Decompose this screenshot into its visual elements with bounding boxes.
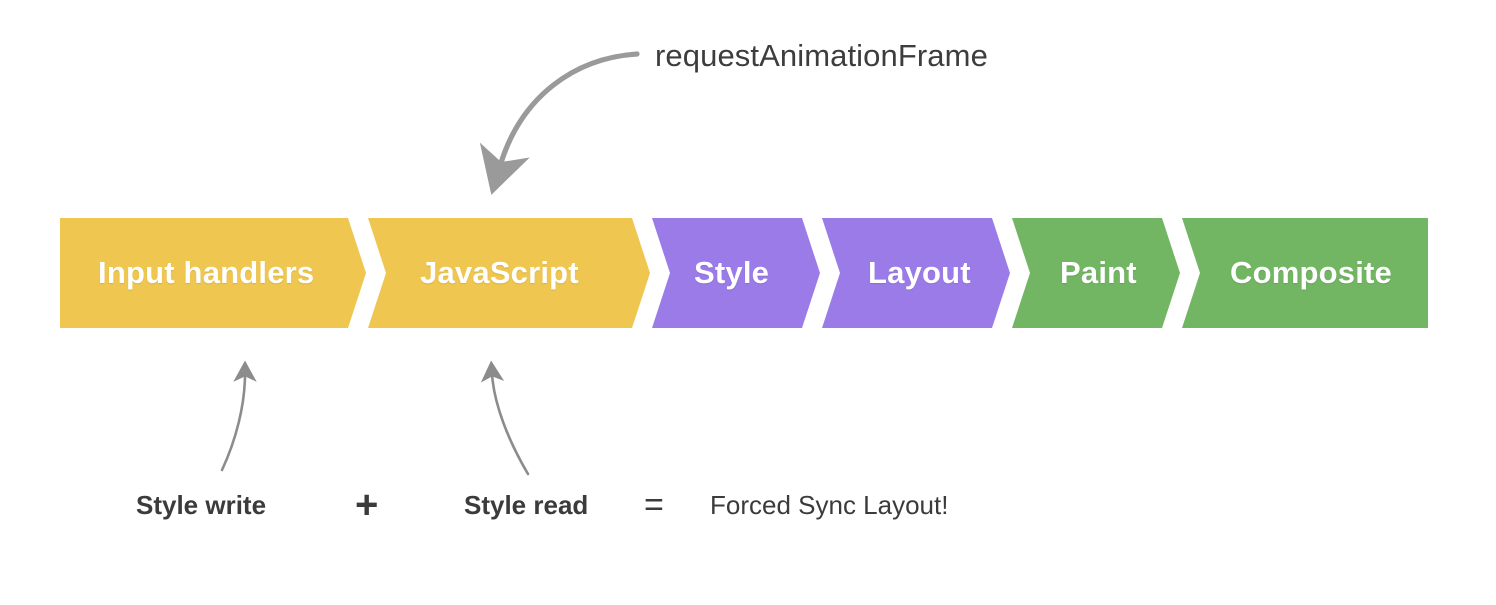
pipeline-label-javascript: JavaScript [420, 255, 579, 290]
pipeline-label-paint: Paint [1060, 255, 1137, 290]
formula-operator-plus: + [355, 483, 379, 527]
rendering-pipeline-bar: Input handlers JavaScript Style Layout P… [60, 218, 1428, 328]
formula-result-forced-sync-layout: Forced Sync Layout! [710, 490, 949, 520]
style-write-curved-arrow [220, 360, 257, 472]
pipeline-segment-composite[interactable]: Composite [1182, 218, 1428, 328]
formula-operator-equals: = [644, 486, 664, 524]
formula-term-style-read: Style read [464, 490, 589, 520]
pipeline-segment-layout[interactable]: Layout [822, 218, 1010, 328]
forced-sync-layout-formula: Style write + Style read = Forced Sync L… [0, 482, 1496, 528]
pipeline-label-layout: Layout [868, 255, 971, 290]
raf-curved-arrow [479, 51, 640, 195]
pipeline-label-style: Style [694, 255, 770, 290]
pipeline-label-input-handlers: Input handlers [98, 255, 315, 290]
pipeline-label-composite: Composite [1230, 255, 1392, 290]
pipeline-segment-style[interactable]: Style [652, 218, 820, 328]
formula-term-style-write: Style write [136, 490, 267, 520]
pipeline-segment-javascript[interactable]: JavaScript [368, 218, 650, 328]
pipeline-segment-input-handlers[interactable]: Input handlers [60, 218, 366, 328]
style-read-curved-arrow [480, 360, 530, 476]
pipeline-segment-paint[interactable]: Paint [1012, 218, 1180, 328]
request-animation-frame-label: requestAnimationFrame [655, 38, 988, 73]
